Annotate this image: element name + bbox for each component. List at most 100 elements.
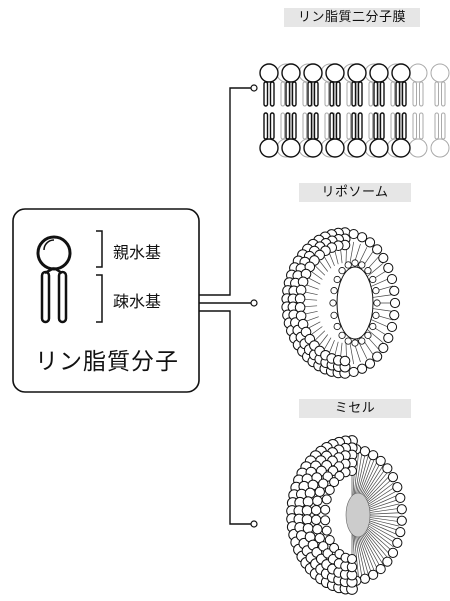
lipid-head (347, 63, 367, 83)
connector-endpoint-liposome (250, 299, 258, 307)
lipid-tail (335, 112, 341, 140)
lipid-head (369, 138, 389, 158)
lipid-head (324, 534, 335, 545)
lipid-tail (280, 81, 285, 107)
lipid-head (372, 311, 380, 319)
lipid-head (303, 63, 323, 83)
lipid-head (348, 228, 359, 240)
bilayer-label: リン脂質二分子膜 (284, 8, 420, 27)
lipid-head (281, 63, 301, 83)
lipid-head (395, 492, 406, 504)
lipid-tail (395, 112, 401, 140)
lipid-head (389, 310, 400, 321)
connector-endpoint-micelle (250, 520, 258, 528)
micelle-core (345, 492, 371, 538)
lipid-head (348, 366, 359, 378)
lipid-head (372, 244, 383, 255)
lipid-head (351, 259, 359, 267)
lipid-tail (285, 81, 291, 107)
lipid-tail (351, 112, 357, 140)
lipid-head (372, 351, 383, 362)
lipid-tail (434, 112, 439, 140)
lipid-tail (349, 342, 355, 365)
lipid-head (301, 514, 313, 525)
bilayer-illustration (259, 63, 450, 158)
lipid-head (338, 331, 346, 339)
lipid-head (382, 556, 393, 567)
lipid-head (314, 486, 325, 498)
lipid-head (347, 138, 367, 158)
lipid-head (392, 482, 403, 493)
lipid-head (310, 514, 322, 525)
hydrophilic-bracket (96, 230, 103, 268)
lipid-head (358, 337, 366, 345)
hydrophobic-label: 疎水基 (113, 292, 162, 311)
lipid-tail (307, 81, 313, 107)
lipid-tail (335, 81, 341, 107)
lipid-head (357, 232, 368, 243)
lipid-head (396, 504, 407, 515)
lipid-head (408, 63, 428, 83)
lipid-head (392, 537, 403, 548)
lipid-tail (368, 81, 373, 107)
lipid-head (364, 331, 372, 339)
lipid-tail (263, 81, 269, 107)
lipid-head (364, 237, 376, 248)
lipid-head (369, 275, 377, 284)
lipid-head (321, 494, 332, 505)
lipid-head (294, 302, 306, 313)
lipid-head (325, 63, 345, 83)
lipid-head (295, 284, 307, 296)
lipid-tail (324, 81, 329, 107)
lipid-tail (372, 308, 395, 312)
lipid-tail (280, 112, 285, 140)
lipid-head (375, 563, 386, 575)
lipid-head (259, 138, 279, 158)
lipid-head (383, 332, 394, 344)
lipid-head (387, 472, 399, 483)
lipid-head (391, 138, 411, 158)
lipid-head (368, 569, 379, 580)
lipid-tail (372, 294, 395, 298)
lipid-head (378, 252, 389, 264)
lipid-head (312, 524, 323, 535)
lipid-tail (395, 81, 401, 107)
lipid-head (347, 554, 357, 564)
lipid-head (368, 450, 379, 461)
lipid-head (321, 525, 332, 536)
lipid-head (364, 267, 372, 275)
lipid-head (330, 311, 338, 319)
lipid-head (357, 363, 368, 374)
lipid-head (312, 495, 323, 506)
lipid-tail (313, 112, 319, 140)
lipid-head (359, 446, 371, 457)
lipid-head (351, 339, 359, 347)
hydrophilic-label: 親水基 (113, 243, 162, 262)
lipid-tail (379, 112, 385, 140)
lipid-head (430, 138, 450, 158)
lipid-head (375, 455, 386, 467)
lipid-head (325, 138, 345, 158)
connector-lines (199, 87, 252, 525)
lipid-head (359, 573, 371, 584)
lipid-tail (412, 112, 417, 140)
lipid-head (259, 63, 279, 83)
lipid-tail (302, 81, 307, 107)
lipid-head (395, 526, 406, 538)
lipid-head (344, 337, 352, 345)
lipid-head (301, 505, 313, 516)
lipid-tail (419, 81, 424, 107)
lipid-tail (291, 81, 297, 107)
lipid-tail (441, 81, 446, 107)
lipid-head (329, 477, 340, 488)
lipid-head (358, 261, 366, 269)
lipid-tail (379, 81, 385, 107)
lipid-tail (412, 81, 417, 107)
connector-endpoint-bilayer (250, 84, 258, 92)
micelle-illustration (286, 435, 407, 595)
lipid-head (382, 463, 393, 474)
lipid-head (320, 504, 331, 515)
lipid-tail (269, 81, 275, 107)
lipid-tail (419, 112, 424, 140)
